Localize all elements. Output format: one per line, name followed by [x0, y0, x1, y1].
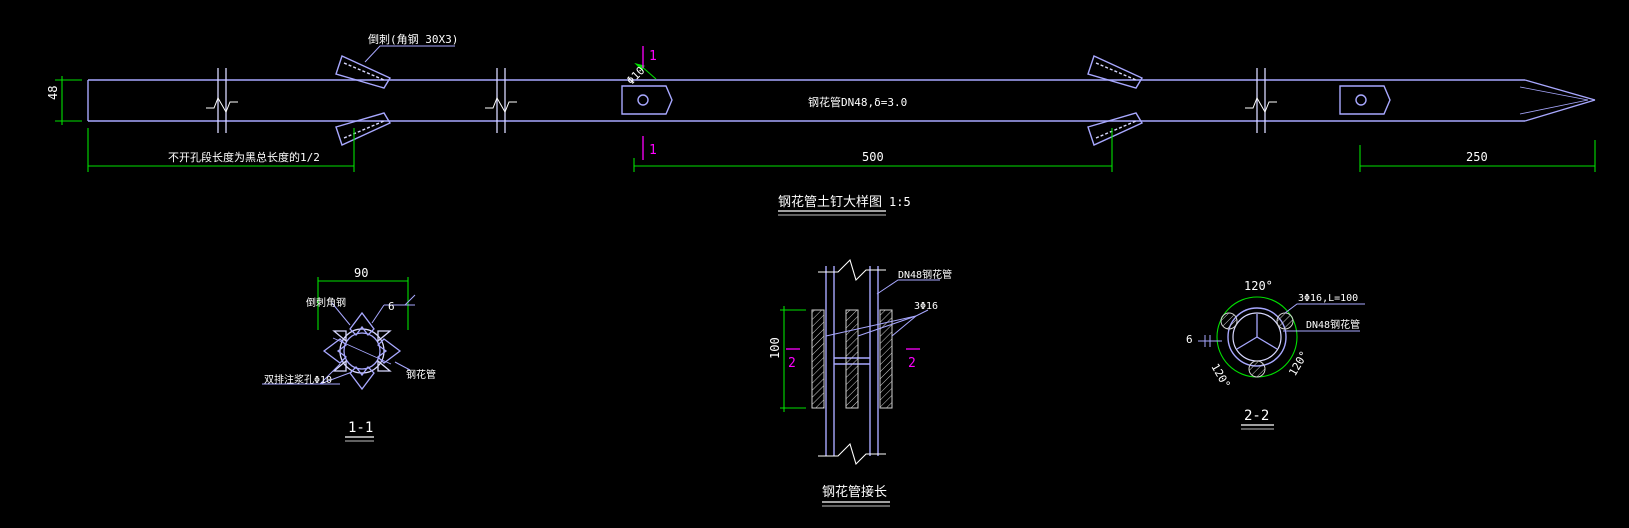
barb-angle-steel	[335, 55, 392, 146]
angle-right-label: 120°	[1286, 349, 1311, 378]
pipe-label: 钢花管DN48,δ=3.0	[808, 95, 907, 109]
rebar-label-2-2: 3Φ16,L=100	[1298, 293, 1358, 304]
main-title-scale: 1:5	[889, 195, 911, 209]
barb-angle-steel	[1087, 55, 1144, 146]
pipe-label-2-2: DN48钢花管	[1306, 318, 1360, 331]
weld-size-label: 6	[388, 300, 395, 313]
section-1-1-leaders	[262, 294, 416, 385]
splice-view	[818, 258, 886, 466]
rebars-2-2	[1220, 312, 1294, 378]
section-1-1-title-text: 1-1	[348, 420, 373, 436]
leader-line	[364, 45, 455, 63]
pipe-body	[87, 79, 1596, 122]
splice-leaders	[825, 279, 940, 337]
splice-dim-label: 100	[768, 337, 782, 359]
pipe-cross-section	[343, 332, 381, 370]
rebar-center	[845, 309, 859, 409]
section-2-2-leaders	[1198, 303, 1365, 347]
grout-hole	[621, 85, 673, 115]
section-mark-top: 1	[649, 49, 657, 64]
holes-label: 双排注浆孔Φ10	[264, 373, 332, 386]
section-2-2-title: 2-2	[1241, 408, 1274, 430]
angle-steel-label: 倒刺(角钢 30X3)	[368, 33, 458, 46]
grout-hole	[1339, 85, 1391, 115]
section-2-2-title-text: 2-2	[1244, 408, 1269, 424]
splice-rebars	[811, 309, 893, 409]
section-1-1-dimensions	[317, 277, 409, 330]
splice-dimensions	[780, 306, 806, 412]
break-symbol	[1245, 68, 1277, 133]
dim-unperforated-label: 不开孔段长度为黑总长度的1/2	[168, 150, 320, 164]
section-1-1-view	[322, 311, 402, 391]
rebar-bottom	[1248, 360, 1266, 378]
dim-tip-label: 250	[1466, 150, 1488, 164]
splice-section-mark-left: 2	[788, 356, 796, 371]
rebar-upper-left	[1220, 312, 1238, 330]
barb-right	[377, 338, 402, 364]
angle-top-label: 120°	[1244, 279, 1273, 293]
break-symbol	[206, 68, 238, 133]
section-2-2-view	[1216, 296, 1298, 378]
pipe-label-1-1: 钢花管	[406, 368, 436, 381]
barb-top	[349, 311, 375, 336]
dim-width-label: 90	[354, 266, 368, 280]
barb-bottom	[349, 366, 375, 391]
rebar-upper-right	[1276, 312, 1294, 330]
barb-left	[322, 338, 347, 364]
grout-hole-label: Φ10	[624, 64, 647, 87]
break-symbol	[485, 68, 517, 133]
splice-title-text: 钢花管接长	[822, 484, 887, 500]
angle-label: 倒刺角钢	[306, 296, 346, 309]
dim-spacing-label: 500	[862, 150, 884, 164]
dim-height-label: 48	[46, 86, 60, 100]
splice-title: 钢花管接长	[822, 484, 890, 507]
splice-pipe-label: DN48钢花管	[898, 268, 952, 281]
rebar-right	[879, 309, 893, 409]
splice-section-mark-right: 2	[908, 356, 916, 371]
main-title-text: 钢花管土钉大样图	[778, 194, 882, 210]
splice-rebar-label: 3Φ16	[914, 301, 938, 312]
main-dimensions	[55, 62, 1596, 172]
main-pipe-view	[87, 55, 1596, 146]
main-title: 钢花管土钉大样图 1:5	[778, 194, 911, 216]
weld-size-2-2: 6	[1186, 333, 1193, 346]
section-1-1-title: 1-1	[345, 420, 374, 442]
rebar-left	[811, 309, 825, 409]
section-mark-bottom: 1	[649, 143, 657, 158]
